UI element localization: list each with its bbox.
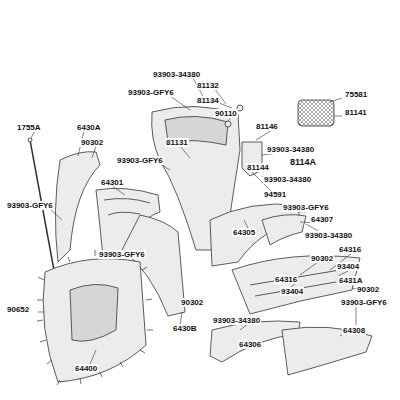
clips (37, 250, 153, 385)
small-part (225, 121, 231, 127)
callout-number: 81141 (344, 108, 368, 117)
clip (37, 250, 153, 385)
callout-number: 90302 (310, 254, 334, 263)
callout-number: 81134 (196, 96, 220, 105)
grill (298, 100, 334, 126)
callout-number: 81131 (165, 138, 189, 147)
callout-number: 6430A (76, 123, 102, 132)
callout-number: 64400 (74, 364, 98, 373)
center-cover-right (262, 215, 306, 245)
front-side-panel (55, 152, 100, 262)
front-shield-inner (104, 199, 150, 215)
floor-panel-ribs (250, 270, 340, 296)
callout-number: 90302 (356, 285, 380, 294)
big-side-cover-detail (70, 284, 118, 341)
callout-number: 93903-34380 (304, 231, 353, 240)
callout-number: 90110 (214, 109, 238, 118)
callout-number: 64307 (310, 215, 334, 224)
callout-number: 64308 (342, 326, 366, 335)
callout-number: 93404 (280, 287, 304, 296)
small-part (237, 105, 243, 111)
callout-number: 6431A (338, 276, 364, 285)
callout-number: 93903-34380 (266, 145, 315, 154)
callout-number: 81146 (255, 122, 279, 131)
callout-number: 64306 (238, 340, 262, 349)
callout-number: 93903-GFY6 (127, 88, 175, 97)
callout-number: 81132 (196, 81, 220, 90)
callout-number: 90302 (80, 138, 104, 147)
callout-number: 90302 (180, 298, 204, 307)
big-side-cover (43, 259, 146, 382)
callout-number: 93903-34380 (263, 175, 312, 184)
callout-number: 93903-34380 (152, 70, 201, 79)
leader-lines (31, 78, 372, 364)
callout-number: 93903-GFY6 (340, 298, 388, 307)
callout-number: 93903-34380 (212, 316, 261, 325)
callout-number: 93903-GFY6 (116, 156, 164, 165)
callout-number: 75581 (344, 90, 368, 99)
callout-number: 93903-GFY6 (98, 250, 146, 259)
callout-number: 8114A (289, 158, 317, 167)
callout-number: 90652 (6, 305, 30, 314)
callout-number: 64305 (232, 228, 256, 237)
leader-line (31, 78, 372, 364)
callout-number: 93903-GFY6 (6, 201, 54, 210)
callout-number: 93404 (336, 262, 360, 271)
callout-number: 64316 (338, 245, 362, 254)
callout-number: 93903-GFY6 (282, 203, 330, 212)
callout-number: 1755A (16, 123, 42, 132)
callout-number: 94591 (263, 190, 287, 199)
rod-end (28, 138, 32, 142)
callout-number: 64316 (274, 275, 298, 284)
callout-number: 6430B (172, 324, 198, 333)
callout-number: 64301 (100, 178, 124, 187)
callout-number: 81144 (246, 163, 270, 172)
